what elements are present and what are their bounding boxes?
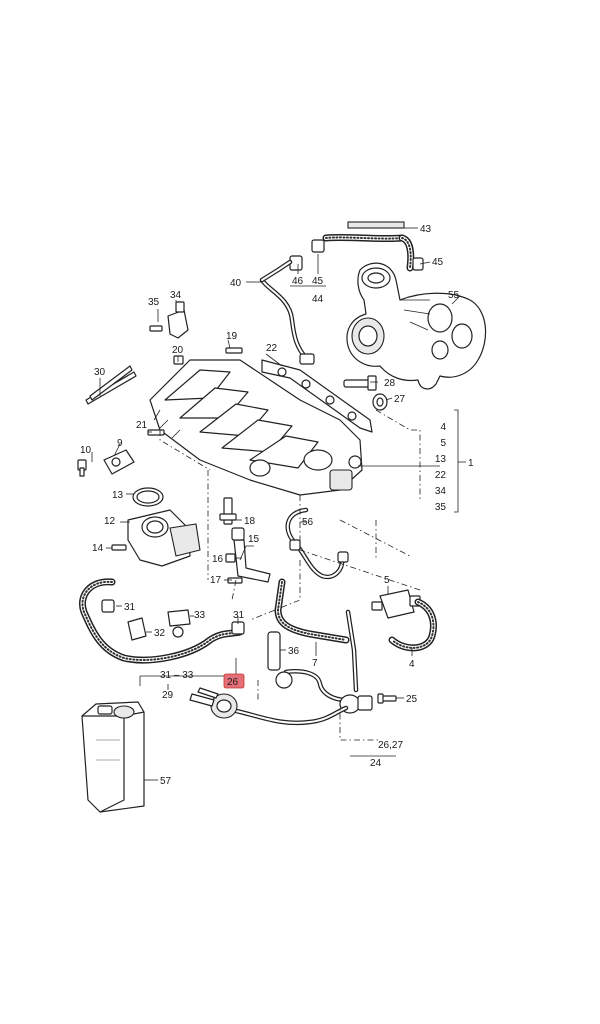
check-valve-assembly[interactable] — [275, 669, 373, 714]
callout-10: 10 — [80, 445, 92, 456]
callout-19: 19 — [226, 331, 238, 342]
throttle-body-12[interactable] — [127, 509, 201, 567]
callout-45b: 45 — [312, 276, 324, 287]
callout-57: 57 — [160, 776, 172, 787]
callout-31b: 31 — [233, 610, 245, 621]
callout-34: 34 — [170, 290, 182, 301]
callout-16: 16 — [212, 554, 224, 565]
callout-20: 20 — [172, 345, 184, 356]
callout-29: 29 — [162, 690, 174, 701]
callout-44: 44 — [312, 294, 324, 305]
callout-26-27: 26,27 — [378, 740, 403, 751]
stud-18[interactable] — [219, 497, 237, 525]
vacuum-hose-56[interactable] — [285, 507, 349, 580]
callout-31a: 31 — [124, 602, 136, 613]
screw-21[interactable] — [147, 429, 165, 436]
callout-22: 22 — [266, 343, 278, 354]
callout-45a: 45 — [432, 257, 444, 268]
connector-46-45[interactable] — [289, 239, 424, 271]
callout-35: 35 — [148, 297, 160, 308]
pipe-26[interactable] — [189, 687, 349, 726]
pipe-24[interactable] — [345, 609, 359, 693]
callout-30: 30 — [94, 367, 106, 378]
bolt-28[interactable] — [343, 375, 377, 391]
callout-40: 40 — [230, 278, 242, 289]
callout-26[interactable]: 26 — [227, 677, 239, 688]
hose-4[interactable] — [388, 598, 437, 652]
callout-32: 32 — [154, 628, 166, 639]
tube-36[interactable] — [267, 631, 281, 671]
assembly-group-1: 4 5 13 22 34 35 1 — [435, 422, 474, 513]
group-item: 4 — [440, 422, 446, 433]
callout-27: 27 — [394, 394, 406, 405]
bolt-17[interactable] — [227, 577, 243, 584]
callout-21: 21 — [136, 420, 148, 431]
callout-24: 24 — [370, 758, 382, 769]
callout-14: 14 — [92, 543, 104, 554]
callout-46: 46 — [292, 276, 304, 287]
callout-9: 9 — [117, 438, 123, 449]
clamp-31a[interactable] — [101, 599, 115, 613]
o-ring-13[interactable] — [132, 487, 164, 507]
hose-clamp-strip — [347, 221, 405, 229]
charcoal-canister-57[interactable] — [81, 701, 145, 813]
group-item: 13 — [435, 454, 447, 465]
callout-15: 15 — [248, 534, 260, 545]
screw-14[interactable] — [111, 544, 127, 551]
nut-16[interactable] — [225, 553, 236, 563]
callout-18: 18 — [244, 516, 256, 527]
callout-56: 56 — [302, 517, 314, 528]
callout-7: 7 — [312, 658, 318, 669]
callout-17: 17 — [210, 575, 222, 586]
hose-7[interactable] — [274, 578, 350, 644]
group-item: 22 — [435, 470, 447, 481]
clip-33[interactable] — [167, 609, 191, 638]
callout-36: 36 — [288, 646, 300, 657]
callout-13: 13 — [112, 490, 124, 501]
actuator-motor — [329, 469, 353, 491]
intake-manifold[interactable] — [149, 359, 363, 496]
bushing-27[interactable] — [372, 393, 388, 411]
group-item: 34 — [435, 486, 447, 497]
solenoid-valve-5[interactable] — [371, 589, 421, 619]
group-item: 35 — [435, 502, 447, 513]
callout-4b: 4 — [409, 659, 415, 670]
manifold-gasket[interactable] — [261, 359, 373, 433]
callout-31-33: 31 – 33 — [160, 670, 194, 681]
bracket-9[interactable] — [103, 449, 135, 475]
callout-25: 25 — [406, 694, 418, 705]
highlight-box-26 — [223, 673, 245, 689]
crankcase-breather-hose[interactable] — [322, 221, 415, 272]
group-total: 1 — [468, 458, 474, 469]
bolt-25[interactable] — [377, 693, 397, 704]
clip-32[interactable] — [127, 617, 147, 641]
hose-29[interactable] — [79, 578, 244, 664]
callout-43: 43 — [420, 224, 432, 235]
rod-30[interactable] — [85, 365, 137, 405]
turbocharger[interactable] — [346, 262, 487, 390]
pressure-line-40[interactable] — [259, 259, 315, 365]
group-item: 5 — [440, 438, 446, 449]
callout-55: 55 — [448, 290, 460, 301]
bolt-19[interactable] — [225, 347, 243, 354]
screw-10[interactable] — [77, 459, 87, 477]
screw-35[interactable] — [149, 325, 163, 332]
support-bracket-15[interactable] — [231, 527, 271, 583]
pressure-sensor-34[interactable] — [167, 301, 189, 339]
callout-33: 33 — [194, 610, 206, 621]
nut-20[interactable] — [173, 355, 184, 365]
callout-12: 12 — [104, 516, 116, 527]
callout-5: 5 — [384, 575, 390, 586]
callout-28: 28 — [384, 378, 396, 389]
